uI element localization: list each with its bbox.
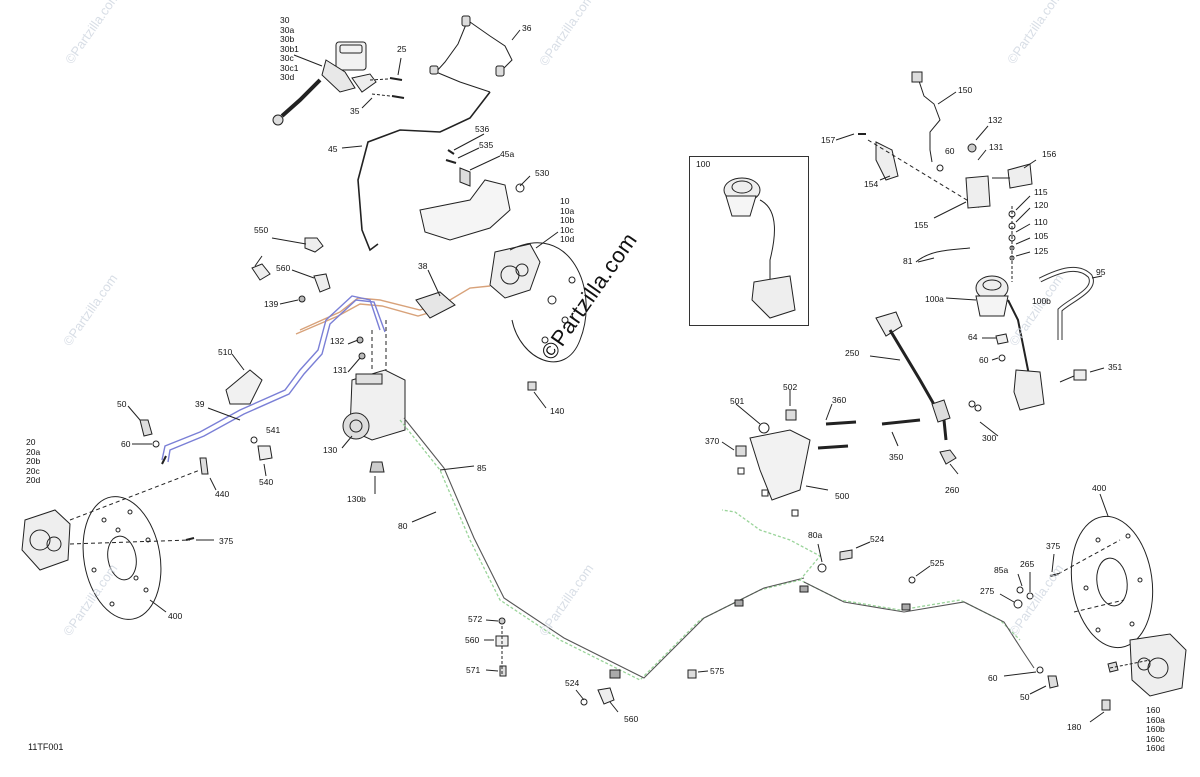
callout-label: 125 (1034, 246, 1049, 256)
abs-hydraulic-unit (342, 369, 406, 441)
callout-label: 540 (259, 477, 274, 487)
callout-label: 115 (1034, 187, 1048, 197)
callout-label: 575 (710, 666, 725, 676)
callout-label: 541 (266, 425, 281, 435)
callout-label: 100a (925, 294, 944, 304)
callout-label: 130b (347, 494, 366, 504)
abs-bracket (419, 149, 525, 241)
callout-label: 60 (945, 146, 955, 156)
callout-label: 500 (835, 491, 850, 501)
callout-label: 95 (1096, 267, 1106, 277)
callout-label: 50 (117, 399, 127, 409)
callout-label: 155 (914, 220, 929, 230)
callout-label: 156 (1042, 149, 1057, 159)
callout-label: 560 (624, 714, 639, 724)
callout-label: 139 (264, 299, 279, 309)
callout-label: 510 (218, 347, 233, 357)
handlebar-master-cylinder (272, 41, 377, 126)
callout-label: 45a (500, 149, 515, 159)
callout-label: 20 20a 20b 20c 20d (26, 437, 41, 485)
callout-label: 30 30a 30b 30b1 30c 30c1 30d (280, 15, 299, 82)
front-brake-caliper-right (489, 243, 541, 299)
callout-label: 154 (864, 179, 879, 189)
front-brake-caliper-left (21, 509, 71, 571)
callout-label: 110 (1034, 217, 1048, 227)
callout-label: 150 (958, 85, 973, 95)
callout-label: 85a (994, 565, 1009, 575)
callout-label: 39 (195, 399, 205, 409)
callout-label: 351 (1108, 362, 1123, 372)
callout-label: 60 (979, 355, 989, 365)
callout-label: 250 (845, 348, 860, 358)
callout-label: 265 (1020, 559, 1035, 569)
callout-label: 132 (330, 336, 345, 346)
inset-box (689, 156, 809, 326)
callout-label: 524 (870, 534, 885, 544)
callout-label: 80 (398, 521, 408, 531)
callout-label: 140 (550, 406, 565, 416)
callout-label: 80a (808, 530, 823, 540)
callout-label: 45 (328, 144, 338, 154)
callout-label: 132 (988, 115, 1003, 125)
callout-label: 64 (968, 332, 978, 342)
callout-label: 524 (565, 678, 580, 688)
callout-label: 260 (945, 485, 960, 495)
callout-label: 535 (479, 140, 494, 150)
callout-label: 131 (333, 365, 348, 375)
diagram-code: 11TF001 (28, 742, 64, 752)
callout-label: 157 (821, 135, 836, 145)
callout-label: 60 (988, 673, 998, 683)
callout-label: 530 (535, 168, 550, 178)
callout-label: 38 (418, 261, 428, 271)
callout-label: 400 (168, 611, 183, 621)
callout-label: 560 (276, 263, 291, 273)
callout-label: 350 (889, 452, 904, 462)
rear-brake-caliper (1129, 633, 1187, 697)
callout-label: 300 (982, 433, 997, 443)
callout-label: 35 (350, 106, 360, 116)
callout-label: 525 (930, 558, 945, 568)
callout-label: 130 (323, 445, 338, 455)
callout-label: 370 (705, 436, 720, 446)
callout-label: 60 (121, 439, 131, 449)
callout-label: 536 (475, 124, 490, 134)
callout-label: 120 (1034, 200, 1049, 210)
callout-label: 375 (219, 536, 234, 546)
callout-label: 25 (397, 44, 407, 54)
callout-label: 36 (522, 23, 532, 33)
callout-label: 360 (832, 395, 847, 405)
callout-label: 100b (1032, 296, 1051, 306)
callout-label: 440 (215, 489, 230, 499)
callout-label: 50 (1020, 692, 1030, 702)
callout-label: 375 (1046, 541, 1061, 551)
callout-label: 81 (903, 256, 913, 266)
callout-label: 560 (465, 635, 480, 645)
callout-label: 160 160a 160b 160c 160d (1146, 705, 1165, 753)
callout-label: 10 10a 10b 10c 10d (560, 196, 575, 244)
callout-label: 85 (477, 463, 487, 473)
callout-label: 131 (989, 142, 1004, 152)
callout-label: 550 (254, 225, 269, 235)
callout-label: 502 (783, 382, 798, 392)
callout-label: 400 (1092, 483, 1107, 493)
callout-label: 572 (468, 614, 483, 624)
callout-label: 501 (730, 396, 745, 406)
callout-label: 180 (1067, 722, 1082, 732)
callout-label: 100 (696, 159, 711, 169)
callout-label: 105 (1034, 231, 1049, 241)
callout-label: 275 (980, 586, 995, 596)
callout-label: 571 (466, 665, 481, 675)
inset-rear-master-cylinder (723, 177, 796, 319)
